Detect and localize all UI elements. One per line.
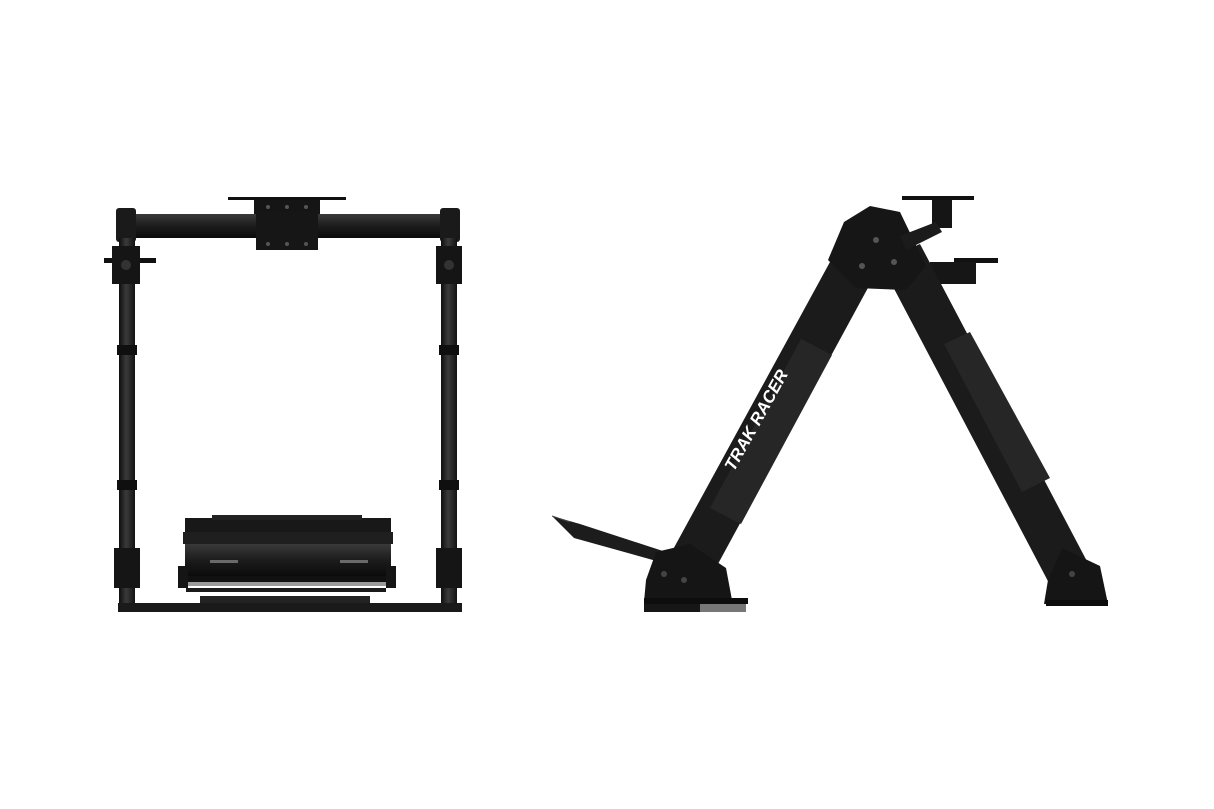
left-corner-cap: [116, 208, 136, 242]
right-corner-cap: [440, 208, 460, 242]
pedal-deck: [552, 516, 666, 562]
front-base-rail: [644, 598, 748, 604]
front-foot: [644, 544, 732, 602]
lower-wheel-plate: [954, 258, 998, 263]
front-view-stand: [104, 197, 462, 612]
front-pedal-plate: [178, 515, 396, 592]
right-upright: [441, 238, 457, 610]
left-upright: [119, 238, 135, 610]
side-view-stand: TRAK RACER: [551, 196, 1108, 612]
wheel-mount-plate: [228, 197, 346, 200]
upper-wheel-plate: [902, 196, 974, 200]
front-leg-sleeve: [710, 339, 832, 524]
apex-hinge: [828, 206, 926, 290]
front-base-bar: [118, 603, 462, 612]
rear-foot: [1044, 548, 1108, 604]
